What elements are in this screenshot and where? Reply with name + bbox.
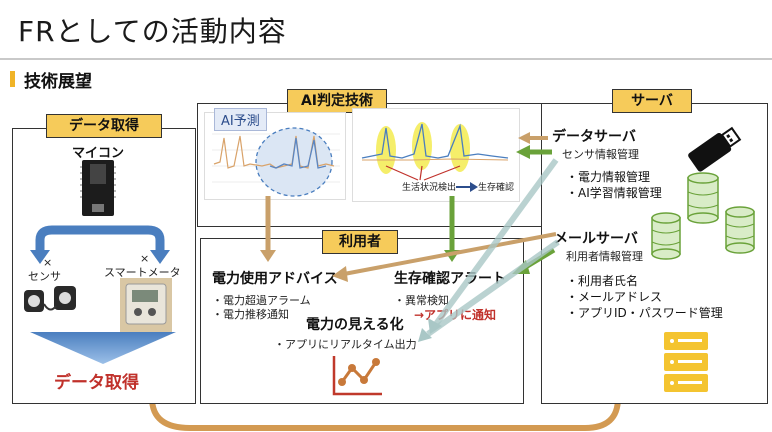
sensor-label: センサ bbox=[28, 270, 61, 283]
mail-server-title: メールサーバ bbox=[554, 231, 638, 247]
smartmeter-icon bbox=[120, 278, 172, 332]
alert-item-anomaly: ・異常検知 bbox=[394, 294, 449, 307]
usb-drive-icon bbox=[688, 126, 742, 172]
down-chevron-icon bbox=[30, 332, 176, 364]
advice-item-alarm: ・電力超過アラーム bbox=[212, 294, 311, 307]
data-server-title: データサーバ bbox=[552, 129, 636, 145]
ai-prediction-label: AI予測 bbox=[214, 108, 267, 131]
ai-prediction-chart bbox=[212, 127, 340, 197]
microcontroller-icon bbox=[80, 160, 116, 216]
title-divider bbox=[0, 58, 772, 60]
visual-item-realtime: ・アプリにリアルタイム出力 bbox=[274, 338, 417, 351]
advice-title: 電力使用アドバイス bbox=[212, 271, 338, 287]
data-item-ai: ・AI学習情報管理 bbox=[566, 186, 662, 200]
life-detection-label: 生活状況検出 bbox=[402, 183, 457, 193]
sensor-x-mark: × bbox=[43, 256, 53, 269]
mail-item-name: ・利用者氏名 bbox=[566, 274, 639, 288]
mail-server-subtitle: 利用者情報管理 bbox=[566, 250, 643, 263]
subtitle-accent bbox=[10, 71, 15, 87]
split-arrow bbox=[30, 225, 170, 264]
microcontroller-label: マイコン bbox=[72, 146, 125, 161]
smartmeter-label: スマートメータ bbox=[104, 266, 181, 279]
page-title: FRとしての活動内容 bbox=[18, 15, 287, 48]
advice-item-trend: ・電力推移通知 bbox=[212, 308, 289, 321]
sensor-icon bbox=[24, 286, 76, 312]
alert-title: 生存確認アラート bbox=[394, 271, 506, 287]
life-detection-chart bbox=[361, 122, 509, 181]
server-tag: サーバ bbox=[612, 89, 692, 113]
data-acquisition-footer: データ取得 bbox=[54, 373, 139, 393]
server-icon bbox=[664, 332, 708, 392]
chart-icon bbox=[332, 356, 382, 396]
mail-item-app: ・アプリID・パスワード管理 bbox=[566, 306, 723, 320]
data-item-power: ・電力情報管理 bbox=[566, 170, 651, 184]
visual-title: 電力の見える化 bbox=[306, 317, 404, 333]
section-subtitle: 技術展望 bbox=[24, 72, 92, 92]
life-to-alive-arrow bbox=[456, 182, 478, 192]
database-icon bbox=[651, 172, 755, 260]
data-acquisition-tag: データ取得 bbox=[46, 114, 162, 138]
alive-check-label: 生存確認 bbox=[478, 183, 515, 193]
smartmeter-x-mark: × bbox=[140, 252, 150, 265]
data-server-subtitle: センサ情報管理 bbox=[562, 148, 639, 161]
mail-item-email: ・メールアドレス bbox=[566, 290, 663, 304]
user-tag: 利用者 bbox=[322, 230, 398, 254]
